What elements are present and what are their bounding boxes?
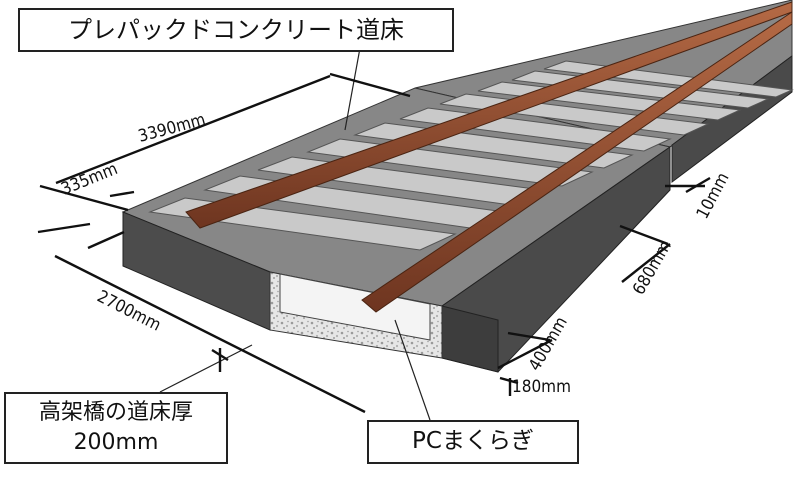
sleeper-leader bbox=[394, 319, 431, 421]
dim-ballast-height: 180mm bbox=[512, 377, 571, 397]
title-leader bbox=[344, 47, 361, 131]
sleeper-label: PCまくらぎ bbox=[367, 420, 579, 464]
deck-thickness-label: 高架橋の道床厚 200mm bbox=[4, 392, 228, 464]
deck-label-line1: 高架橋の道床厚 bbox=[38, 400, 193, 425]
rail-right bbox=[361, 11, 793, 313]
deck-label-line2: 200mm bbox=[73, 430, 159, 455]
deck-leader bbox=[159, 344, 253, 393]
title-label: プレパックドコンクリート道床 bbox=[18, 8, 454, 52]
dim-shoulder: 335mm bbox=[58, 159, 120, 200]
title-text: プレパックドコンクリート道床 bbox=[68, 16, 404, 44]
dim-joint: 10mm bbox=[693, 169, 734, 222]
dim-length-top: 3390mm bbox=[136, 110, 208, 147]
dim-sleeper-width: 680mm bbox=[629, 237, 676, 298]
dimension-lines bbox=[37, 72, 711, 414]
sleeper-text: PCまくらぎ bbox=[412, 428, 534, 454]
